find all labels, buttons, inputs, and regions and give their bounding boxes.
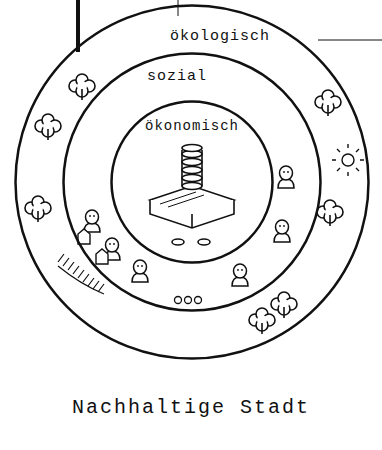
tree-icon bbox=[25, 196, 51, 222]
ring-label: ökonomisch bbox=[145, 118, 239, 135]
tree-icon bbox=[315, 90, 341, 116]
tree-icon bbox=[249, 308, 275, 334]
tree-icon bbox=[69, 74, 95, 100]
person-icon bbox=[278, 166, 294, 188]
circle-outline bbox=[112, 102, 273, 263]
tree-icons bbox=[25, 74, 343, 334]
circle-outline bbox=[62, 52, 322, 312]
circle-outline bbox=[14, 4, 370, 360]
frame-line bbox=[78, 0, 382, 52]
house-icons bbox=[78, 229, 108, 264]
people-icons bbox=[84, 166, 294, 286]
person-icon bbox=[84, 210, 100, 232]
money-illustration bbox=[150, 145, 234, 246]
ring-circle: ökologisch sozial ökonomisch bbox=[14, 4, 370, 360]
tree-icon bbox=[317, 200, 343, 226]
dots bbox=[175, 297, 202, 304]
ring-label: ökologisch bbox=[170, 28, 270, 46]
ring-circle: sozial ökonomisch bbox=[62, 52, 322, 312]
caption: Nachhaltige Stadt bbox=[72, 396, 310, 419]
ring-label: sozial bbox=[147, 68, 207, 86]
person-icon bbox=[232, 264, 248, 286]
tree-icon bbox=[35, 114, 61, 140]
person-icon bbox=[274, 220, 290, 242]
person-icon bbox=[132, 260, 148, 282]
sun-icon bbox=[332, 144, 364, 176]
circle-outline bbox=[16, 6, 369, 359]
caption-box: Nachhaltige Stadt bbox=[0, 396, 382, 419]
circle-outline bbox=[64, 54, 321, 311]
tree-icon bbox=[271, 292, 297, 318]
ring-circle: ökonomisch bbox=[110, 100, 274, 264]
